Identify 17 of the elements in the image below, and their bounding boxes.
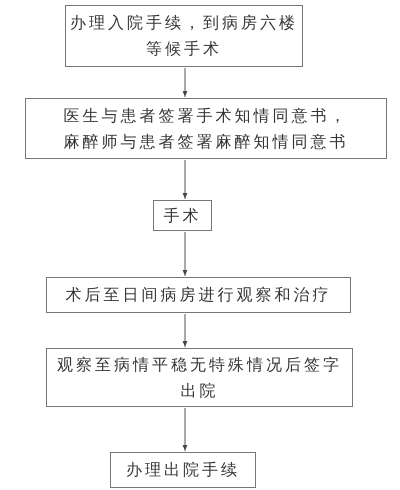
step-text: 观察至病情平稳无特殊情况后签字出院 (56, 354, 343, 402)
process-box (46, 277, 351, 313)
process-box (25, 98, 387, 159)
process-box (110, 452, 256, 488)
arrow (182, 160, 188, 200)
step-text: 医生与患者签署手术知情同意书，麻醉师与患者签署麻醉知情同意书 (62, 104, 350, 152)
arrow (182, 314, 188, 348)
step-text: 术后至日间病房进行观察和治疗 (66, 284, 332, 306)
step-text: 办理出院手续 (126, 459, 240, 481)
process-box (153, 200, 212, 231)
arrow (182, 408, 188, 452)
step-text: 手术 (164, 204, 202, 226)
step-text: 办理入院手续，到病房六楼等候手术 (69, 12, 299, 60)
process-box (65, 5, 303, 67)
process-box (46, 348, 353, 407)
arrow (182, 68, 188, 98)
arrow (182, 232, 188, 276)
